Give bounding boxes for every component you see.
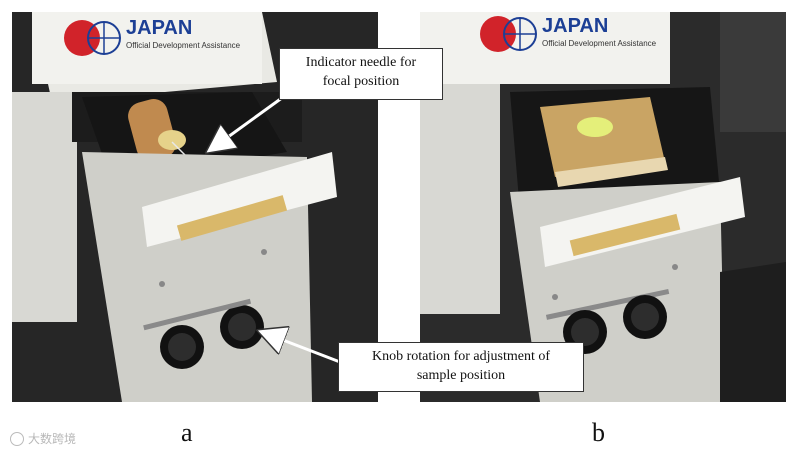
logo-tagline-a: Official Development Assistance xyxy=(126,41,241,50)
oda-logo-b: JAPAN Official Development Assistance xyxy=(480,15,657,52)
logo-name-b: JAPAN xyxy=(542,15,608,37)
callout-indicator-needle: Indicator needle for focal position xyxy=(279,48,443,100)
watermark: 大数跨境 xyxy=(10,430,76,447)
watermark-text: 大数跨境 xyxy=(28,432,77,446)
logo-tagline-b: Official Development Assistance xyxy=(542,39,657,48)
callout-knob-rotation: Knob rotation for adjustment of sample p… xyxy=(338,342,584,392)
instrument-illustration-b: JAPAN Official Development Assistance xyxy=(420,12,786,402)
logo-name-a: JAPAN xyxy=(126,17,192,39)
oda-logo-a: JAPAN Official Development Assistance xyxy=(64,17,241,56)
panel-label-b: b xyxy=(592,418,605,447)
sample-stick xyxy=(128,98,186,162)
callout-needle-line1: Indicator needle for xyxy=(305,55,417,70)
knob-right-a xyxy=(220,305,264,349)
knob-left-a xyxy=(160,325,204,369)
callout-knob-line2: sample position xyxy=(416,368,506,383)
sample-block xyxy=(540,97,668,187)
callout-needle-line2: focal position xyxy=(322,74,400,89)
watermark-logo-icon xyxy=(10,431,24,446)
photo-panel-b: JAPAN Official Development Assistance xyxy=(420,12,786,402)
callout-knob-line1: Knob rotation for adjustment of xyxy=(371,349,551,364)
panel-label-a: a xyxy=(181,418,193,447)
knob-right-b xyxy=(623,295,667,339)
